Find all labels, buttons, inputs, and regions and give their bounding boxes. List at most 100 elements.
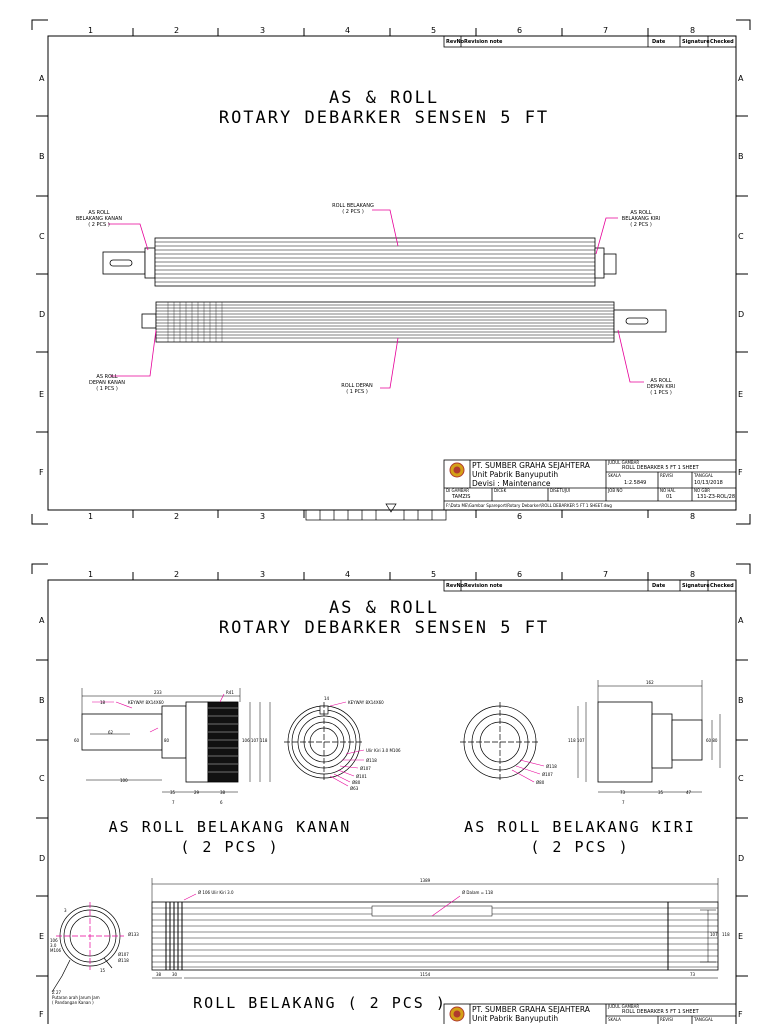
sheet1-graphics	[31, 19, 751, 525]
rev-note-header: Revision note	[464, 39, 503, 45]
zone-col-8-bottom: 8	[690, 512, 696, 521]
zone-col-4: 4	[345, 26, 351, 35]
rev2-signature-header: Signature	[682, 583, 710, 589]
zone-col-3-bottom: 3	[260, 512, 266, 521]
tb-nogbr-label: NO GBR	[694, 488, 711, 493]
tb-dicek-label: DICEK	[494, 488, 507, 493]
label-qty-kiri: ( 2 PCS )	[530, 838, 630, 856]
zone-col-5: 5	[431, 26, 437, 35]
label-roll-belakang-big: ROLL BELAKANG ( 2 PCS )	[193, 994, 447, 1012]
zone2-col-4: 4	[345, 570, 351, 579]
zone-row-b: B	[39, 152, 45, 161]
dim-kiri-dia1: Ø118	[546, 764, 557, 769]
zone-col-3: 3	[260, 26, 266, 35]
tb-company: PT. SUMBER GRAHA SEJAHTERA	[472, 461, 590, 470]
zone-row-c: C	[39, 232, 45, 241]
tb2-skala-label: SKALA	[608, 1017, 621, 1022]
drawing-sheet-1: 1 2 3 4 5 6 7 8 1 2 3 6 8 A B C D E F A …	[31, 19, 751, 525]
rev-date-header: Date	[652, 39, 666, 45]
dim-roll-dalam: Ø Dalam = 118	[462, 890, 493, 895]
dim-roll-end-133: Ø133	[128, 932, 139, 937]
zone-row-e-right: E	[738, 390, 744, 399]
dim-roll-end-left: 106 3.0 M106	[50, 938, 62, 953]
zone2-row-c: C	[39, 774, 45, 783]
zone2-row-e: E	[39, 932, 45, 941]
dim-kanan-29: 29	[194, 790, 200, 795]
dim-end-dia4: Ø80	[352, 780, 361, 785]
rev2-checked-header: Checked	[710, 583, 734, 589]
sheet2-title-line2: ROTARY DEBARKER SENSEN 5 FT	[218, 618, 550, 638]
tb2-unit: Unit Pabrik Banyuputih	[472, 1014, 559, 1023]
zone-col-2: 2	[174, 26, 180, 35]
zone2-col-3: 3	[260, 570, 266, 579]
tb-nogbr-value: 131-Z3-ROL/28	[697, 494, 736, 500]
label-as-roll-belakang-kanan-big: AS ROLL BELAKANG KANAN	[108, 818, 352, 836]
tb2-judul-value: ROLL DEBARKER 5 FT 1 SHEET	[622, 1009, 699, 1015]
zone2-row-f: F	[39, 1010, 44, 1019]
label-roll-depan: ROLL DEPAN ( 1 PCS )	[341, 383, 373, 395]
dim-kiri-47: 47	[686, 790, 692, 795]
dim-kiri-60-80: 60 80	[706, 738, 718, 743]
sheet2-title-line1: AS & ROLL	[328, 598, 440, 618]
dim-roll-end-107: Ø107	[118, 952, 129, 957]
dim-roll-end-3: 3	[64, 908, 67, 913]
dim-roll-73: 73	[690, 972, 696, 977]
tb2-tanggal-label: TANGGAL	[694, 1017, 714, 1022]
zone-row-e: E	[39, 390, 45, 399]
tb-job-label: JOB NO	[608, 488, 623, 493]
dim-kanan-6: 6	[220, 800, 223, 805]
label-roll-belakang: ROLL BELAKANG ( 2 PCS )	[332, 203, 374, 215]
tb2-revisi-label: REVISI	[660, 1017, 673, 1022]
zone-row-f-right: F	[738, 468, 743, 477]
tb-judul-label: JUDUL GAMBAR	[608, 460, 640, 465]
tb-skala-value: 1:2.5849	[624, 480, 647, 486]
dim-kanan-80: 80	[164, 738, 170, 743]
rev-no-header: RevNo	[446, 39, 465, 45]
rev-checked-header: Checked	[710, 39, 734, 45]
zone2-row-b: B	[39, 696, 45, 705]
drawing-sheet-2: 1 2 3 4 5 6 7 8 A B C D E F A B C D E F …	[0, 556, 768, 1024]
dim-kiri-118-107: 118 107	[568, 738, 585, 743]
zone2-col-7: 7	[603, 570, 609, 579]
sheet2-graphics	[31, 563, 751, 1024]
dim-kanan-233: 233	[154, 690, 162, 695]
label-as-roll-belakang-kanan: AS ROLL BELAKANG KANAN ( 2 PCS )	[75, 210, 123, 228]
tb-digambar-value: TAMZIS	[452, 494, 471, 500]
dim-roll-107: 107	[710, 932, 718, 937]
dim-end-14: 14	[324, 696, 330, 701]
zone-row-c-right: C	[738, 232, 744, 241]
tb-division: Devisi : Maintenance	[472, 479, 551, 488]
label-as-roll-depan-kiri: AS ROLL DEPAN KIRI ( 1 PCS )	[646, 378, 676, 396]
dim-kiri-dia3: Ø80	[536, 780, 545, 785]
zone-col-1: 1	[88, 26, 94, 35]
dim-kanan-60: 60	[74, 738, 80, 743]
zone2-col-6: 6	[517, 570, 523, 579]
tb2-company: PT. SUMBER GRAHA SEJAHTERA	[472, 1005, 590, 1014]
rev2-no-header: RevNo	[446, 583, 465, 589]
zone2-row-d-right: D	[738, 854, 745, 863]
zone2-row-b-right: B	[738, 696, 744, 705]
dim-end-dia5: Ø63	[350, 786, 359, 791]
zone-row-d-right: D	[738, 310, 745, 319]
company-logo-sheet2	[449, 1006, 465, 1022]
tb-skala-label: SKALA	[608, 473, 621, 478]
dim-kiri-35: 35	[658, 790, 664, 795]
dim-kanan-35: 35	[170, 790, 176, 795]
rev2-date-header: Date	[652, 583, 666, 589]
dim-kanan-100: 100	[120, 778, 128, 783]
dim-roll-end-118: Ø118	[118, 958, 129, 963]
zone2-col-2: 2	[174, 570, 180, 579]
zone-row-f: F	[39, 468, 44, 477]
tb-nohal-label: NO HAL	[660, 488, 676, 493]
zone2-row-e-right: E	[738, 932, 744, 941]
zone-row-a: A	[39, 74, 45, 83]
sheet1-title-line1: AS & ROLL	[328, 88, 440, 108]
dim-kanan-7: 7	[172, 800, 175, 805]
zone-col-2-bottom: 2	[174, 512, 180, 521]
dim-roll-38: 38	[156, 972, 162, 977]
label-qty-kanan: ( 2 PCS )	[180, 838, 280, 856]
zone-row-d: D	[39, 310, 46, 319]
dim-roll-1389: 1389	[420, 878, 431, 883]
dim-kiri-73: 73	[620, 790, 626, 795]
tb-digambar-label: DI GAMBAR	[446, 488, 470, 493]
